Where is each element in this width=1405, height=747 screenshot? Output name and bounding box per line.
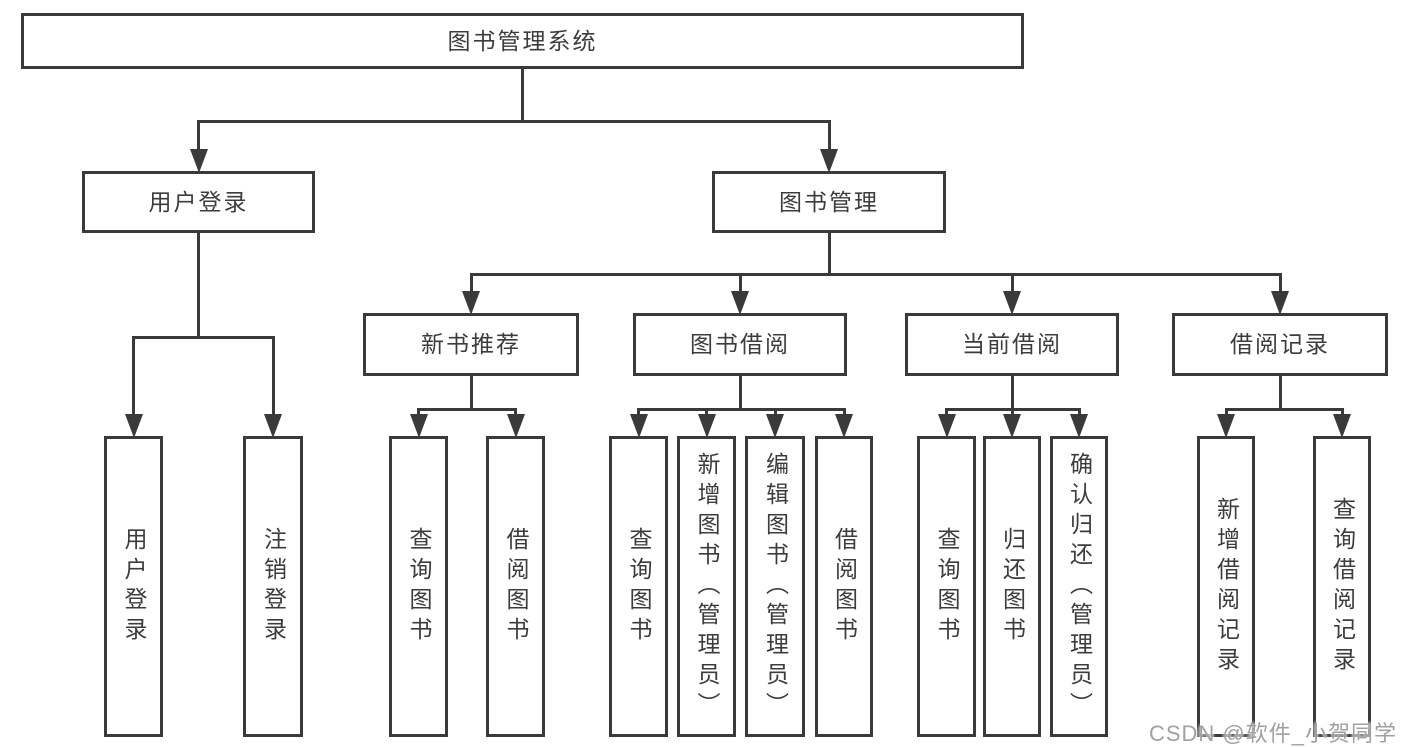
node-br-query: 查询借阅记录: [1313, 436, 1371, 737]
node-ul-login: 用户登录: [104, 436, 163, 737]
connector-branch-root: [197, 120, 831, 123]
node-label-br-query: 查询借阅记录: [1329, 496, 1356, 677]
connector-drop-borrow-records: [1278, 273, 1282, 293]
node-bb-add: 新增图书（管理员）: [677, 436, 736, 737]
connector-stem-book-mgmt: [827, 232, 831, 276]
csdn-watermark: CSDN @软件_小贺同学: [1148, 721, 1397, 746]
node-label-cb-confirm: 确认归还（管理员）: [1066, 451, 1093, 722]
connector-drop-book-borrow: [738, 273, 742, 293]
connector-drop-bb-lend: [842, 408, 846, 416]
connector-drop-current-borrow: [1010, 273, 1014, 293]
arrowhead-user-login: [189, 149, 208, 173]
connector-drop-cb-query: [945, 408, 948, 416]
connector-branch-borrow-records: [1224, 408, 1344, 411]
node-bb-query: 查询图书: [609, 436, 668, 737]
connector-stem-new-book-rec: [469, 375, 473, 411]
connector-branch-book-borrow: [637, 408, 846, 411]
arrowhead-br-query: [1333, 414, 1351, 438]
node-nb-borrow: 借阅图书: [486, 436, 545, 737]
connector-stem-book-borrow: [738, 375, 742, 411]
connector-drop-bb-add: [705, 408, 708, 416]
connector-drop-nb-query: [417, 408, 420, 416]
node-root: 图书管理系统: [21, 13, 1024, 69]
node-label-bb-add: 新增图书（管理员）: [694, 451, 720, 722]
node-bb-lend: 借阅图书: [815, 436, 873, 737]
node-label-bb-query: 查询图书: [626, 526, 652, 647]
connector-branch-user-login: [132, 336, 275, 339]
node-label-user-login: 用户登录: [148, 188, 249, 215]
node-label-current-borrow: 当前借阅: [962, 331, 1062, 357]
connector-drop-ul-logout: [271, 336, 275, 416]
connector-drop-cb-confirm: [1077, 408, 1081, 416]
connector-branch-book-mgmt: [469, 273, 1282, 276]
node-cb-return: 归还图书: [983, 436, 1041, 737]
arrowhead-book-mgmt: [820, 149, 838, 173]
arrowhead-nb-borrow: [506, 414, 525, 438]
node-label-borrow-records: 借阅记录: [1230, 331, 1330, 357]
connector-drop-bb-edit: [773, 408, 777, 416]
connector-drop-book-mgmt: [827, 120, 831, 151]
connector-stem-root: [521, 68, 524, 123]
node-label-br-add: 新增借阅记录: [1213, 496, 1240, 677]
node-label-book-mgmt: 图书管理: [779, 188, 879, 215]
node-label-nb-borrow: 借阅图书: [503, 526, 529, 647]
node-label-ul-login: 用户登录: [121, 526, 147, 647]
node-ul-logout: 注销登录: [243, 436, 303, 737]
node-label-cb-return: 归还图书: [999, 526, 1026, 647]
connector-drop-ul-login: [132, 336, 135, 416]
node-new-book-rec: 新书推荐: [363, 313, 579, 376]
node-label-bb-edit: 编辑图书（管理员）: [762, 451, 789, 722]
arrowhead-cb-return: [1003, 414, 1021, 438]
connector-drop-nb-borrow: [514, 408, 517, 416]
arrowhead-book-borrow: [731, 291, 749, 315]
connector-stem-user-login: [197, 232, 200, 339]
node-br-add: 新增借阅记录: [1197, 436, 1255, 737]
connector-drop-user-login: [197, 120, 200, 151]
node-label-root: 图书管理系统: [447, 27, 598, 54]
node-book-mgmt: 图书管理: [712, 171, 946, 233]
node-cb-confirm: 确认归还（管理员）: [1050, 436, 1108, 737]
connector-stem-borrow-records: [1278, 375, 1282, 411]
node-label-bb-lend: 借阅图书: [831, 526, 858, 647]
node-label-nb-query: 查询图书: [406, 526, 432, 647]
node-label-cb-query: 查询图书: [934, 526, 960, 647]
arrowhead-borrow-records: [1271, 291, 1289, 315]
connector-branch-new-book-rec: [417, 408, 517, 411]
arrowhead-bb-lend: [835, 414, 853, 438]
node-borrow-records: 借阅记录: [1172, 313, 1388, 376]
connector-drop-br-add: [1224, 408, 1228, 416]
connector-drop-cb-return: [1010, 408, 1014, 416]
node-label-book-borrow: 图书借阅: [690, 331, 790, 357]
node-current-borrow: 当前借阅: [905, 313, 1119, 376]
arrowhead-ul-logout: [264, 414, 282, 438]
arrowhead-bb-add: [697, 414, 716, 438]
arrowhead-new-book-rec: [462, 291, 480, 315]
connector-drop-new-book-rec: [469, 273, 473, 293]
arrowhead-ul-login: [124, 414, 143, 438]
node-label-ul-logout: 注销登录: [260, 526, 287, 647]
arrowhead-current-borrow: [1003, 291, 1021, 315]
node-cb-query: 查询图书: [917, 436, 976, 737]
arrowhead-bb-query: [629, 414, 648, 438]
arrowhead-nb-query: [409, 414, 428, 438]
node-nb-query: 查询图书: [389, 436, 448, 737]
arrowhead-cb-confirm: [1070, 414, 1088, 438]
node-user-login: 用户登录: [82, 171, 315, 233]
node-book-borrow: 图书借阅: [633, 313, 847, 376]
connector-drop-bb-query: [637, 408, 640, 416]
arrowhead-cb-query: [937, 414, 956, 438]
node-label-new-book-rec: 新书推荐: [421, 331, 521, 357]
node-bb-edit: 编辑图书（管理员）: [745, 436, 805, 737]
arrowhead-bb-edit: [766, 414, 784, 438]
arrowhead-br-add: [1217, 414, 1235, 438]
connector-drop-br-query: [1340, 408, 1344, 416]
connector-stem-current-borrow: [1010, 375, 1014, 411]
